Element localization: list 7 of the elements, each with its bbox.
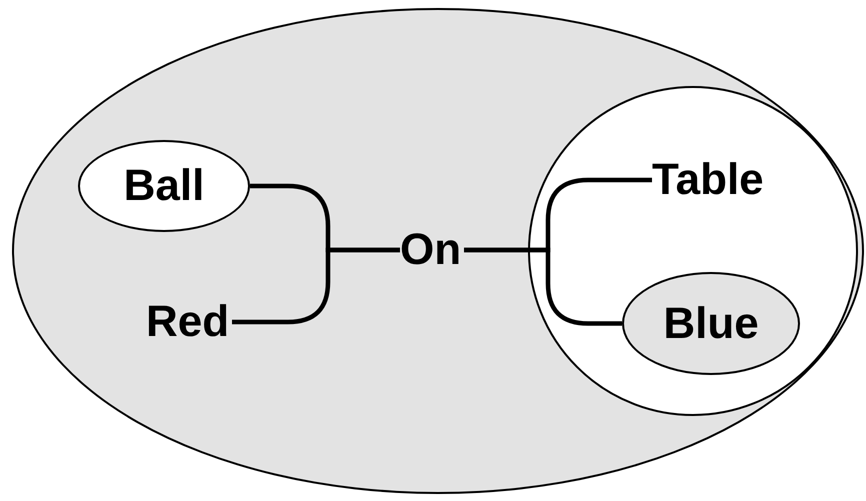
node-label: Ball (124, 164, 204, 208)
node-label: Table (652, 154, 770, 206)
node-label: Blue (663, 302, 759, 346)
node-label: Red (146, 296, 232, 348)
connector-line (464, 248, 622, 326)
connector-line (232, 248, 400, 324)
node-label: On (400, 224, 464, 276)
